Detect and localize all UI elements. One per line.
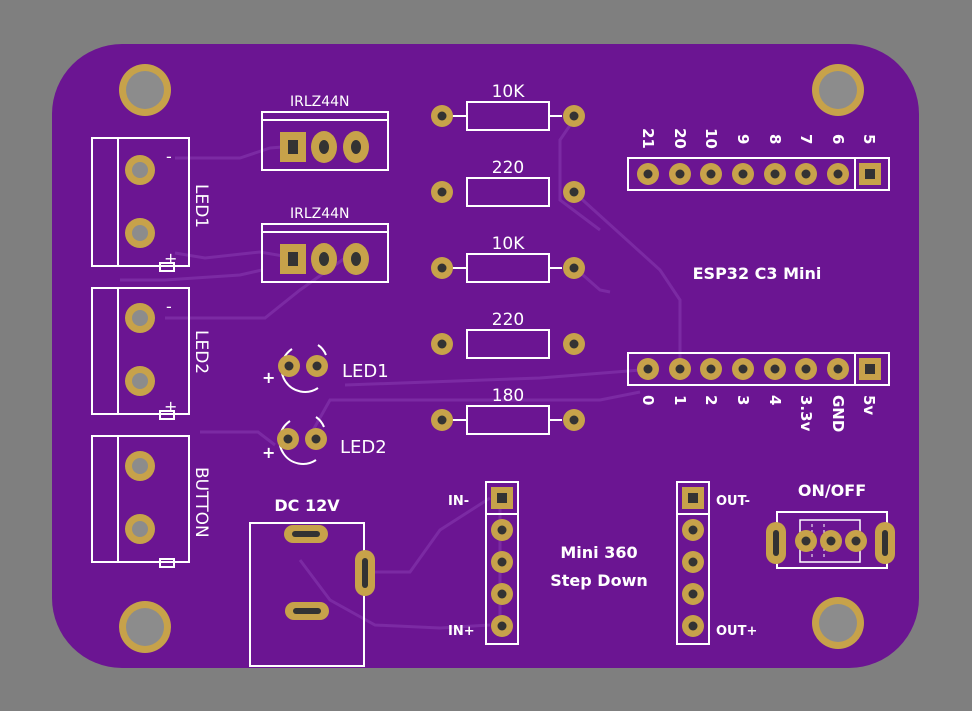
resistor-r3: 10K: [431, 234, 585, 283]
esp32-pin-7: 7: [797, 134, 815, 144]
esp32-bottom-header: 0 1 2 3 4 3.3v GND 5v: [627, 352, 890, 432]
led-d2-plus-mark: +: [262, 443, 275, 462]
stepdown-module: Mini 360 Step Down IN- IN+ OUT- OUT+: [448, 481, 757, 645]
led-d1-plus-mark: +: [262, 368, 275, 387]
esp32-module: ESP32 C3 Mini 21 20 10 9 8 7 6 5: [627, 128, 890, 432]
mosfet-q1: IRLZ44N: [261, 94, 389, 171]
esp32-pin-10: 10: [702, 128, 720, 149]
esp32-pin-9: 9: [734, 134, 752, 144]
led-d1: + LED1: [262, 344, 389, 393]
terminal-led2-label: LED2: [191, 330, 211, 374]
resistor-r5-value: 180: [492, 386, 524, 406]
pcb-board: [52, 44, 919, 668]
esp32-pin-3v3: 3.3v: [797, 395, 815, 432]
esp32-pin-1: 1: [671, 395, 689, 405]
resistor-r2-value: 220: [492, 158, 524, 178]
mosfet-q2: IRLZ44N: [261, 206, 389, 283]
power-switch: ON/OFF: [766, 481, 895, 569]
esp32-title: ESP32 C3 Mini: [693, 264, 822, 283]
stepdown-in-header: IN- IN+: [448, 481, 519, 645]
terminal-button: BUTTON: [91, 435, 211, 568]
esp32-pin-5v: 5v: [860, 395, 878, 415]
resistor-r3-value: 10K: [492, 234, 526, 254]
stepdown-line1: Mini 360: [560, 543, 637, 562]
terminal-led1: - + LED1: [91, 137, 211, 272]
led2-plus-mark: +: [164, 397, 177, 416]
resistor-r1: 10K: [431, 82, 585, 131]
dc-jack: DC 12V: [249, 496, 375, 667]
terminal-led2: - + LED2: [91, 287, 211, 420]
mosfet-q2-label: IRLZ44N: [290, 206, 350, 222]
stepdown-out-plus: OUT+: [716, 624, 757, 639]
resistor-r4-value: 220: [492, 310, 524, 330]
led-d1-label: LED1: [342, 361, 389, 382]
led-d2: + LED2: [262, 416, 387, 465]
stepdown-line2: Step Down: [550, 571, 648, 590]
led2-minus-mark: -: [166, 297, 172, 316]
resistor-r4: 220: [431, 310, 585, 359]
resistor-r1-value: 10K: [492, 82, 526, 102]
resistor-r2: 220: [431, 158, 585, 207]
stepdown-in-plus: IN+: [448, 624, 475, 639]
mounting-holes: [119, 64, 864, 653]
esp32-pin-20: 20: [671, 128, 689, 149]
resistor-r5: 180: [431, 386, 585, 435]
led1-plus-mark: +: [164, 249, 177, 268]
esp32-pin-gnd: GND: [829, 395, 847, 432]
terminal-led1-label: LED1: [191, 184, 211, 228]
esp32-pin-21: 21: [639, 128, 657, 149]
esp32-pin-6: 6: [829, 134, 847, 144]
stepdown-out-minus: OUT-: [716, 494, 750, 509]
esp32-pin-3: 3: [734, 395, 752, 405]
led1-minus-mark: -: [166, 147, 172, 166]
power-switch-label: ON/OFF: [798, 481, 866, 500]
stepdown-out-header: OUT- OUT+: [676, 481, 757, 645]
esp32-pin-8: 8: [766, 134, 784, 144]
esp32-pin-4: 4: [766, 395, 784, 405]
mosfet-q1-label: IRLZ44N: [290, 94, 350, 110]
terminal-button-label: BUTTON: [191, 467, 211, 538]
esp32-pin-0: 0: [639, 395, 657, 405]
esp32-pin-2: 2: [702, 395, 720, 405]
dc-jack-label: DC 12V: [274, 496, 340, 515]
stepdown-in-minus: IN-: [448, 494, 469, 509]
esp32-top-header: 21 20 10 9 8 7 6 5: [627, 128, 890, 191]
led-d2-label: LED2: [340, 437, 387, 458]
esp32-pin-5: 5: [860, 134, 878, 144]
